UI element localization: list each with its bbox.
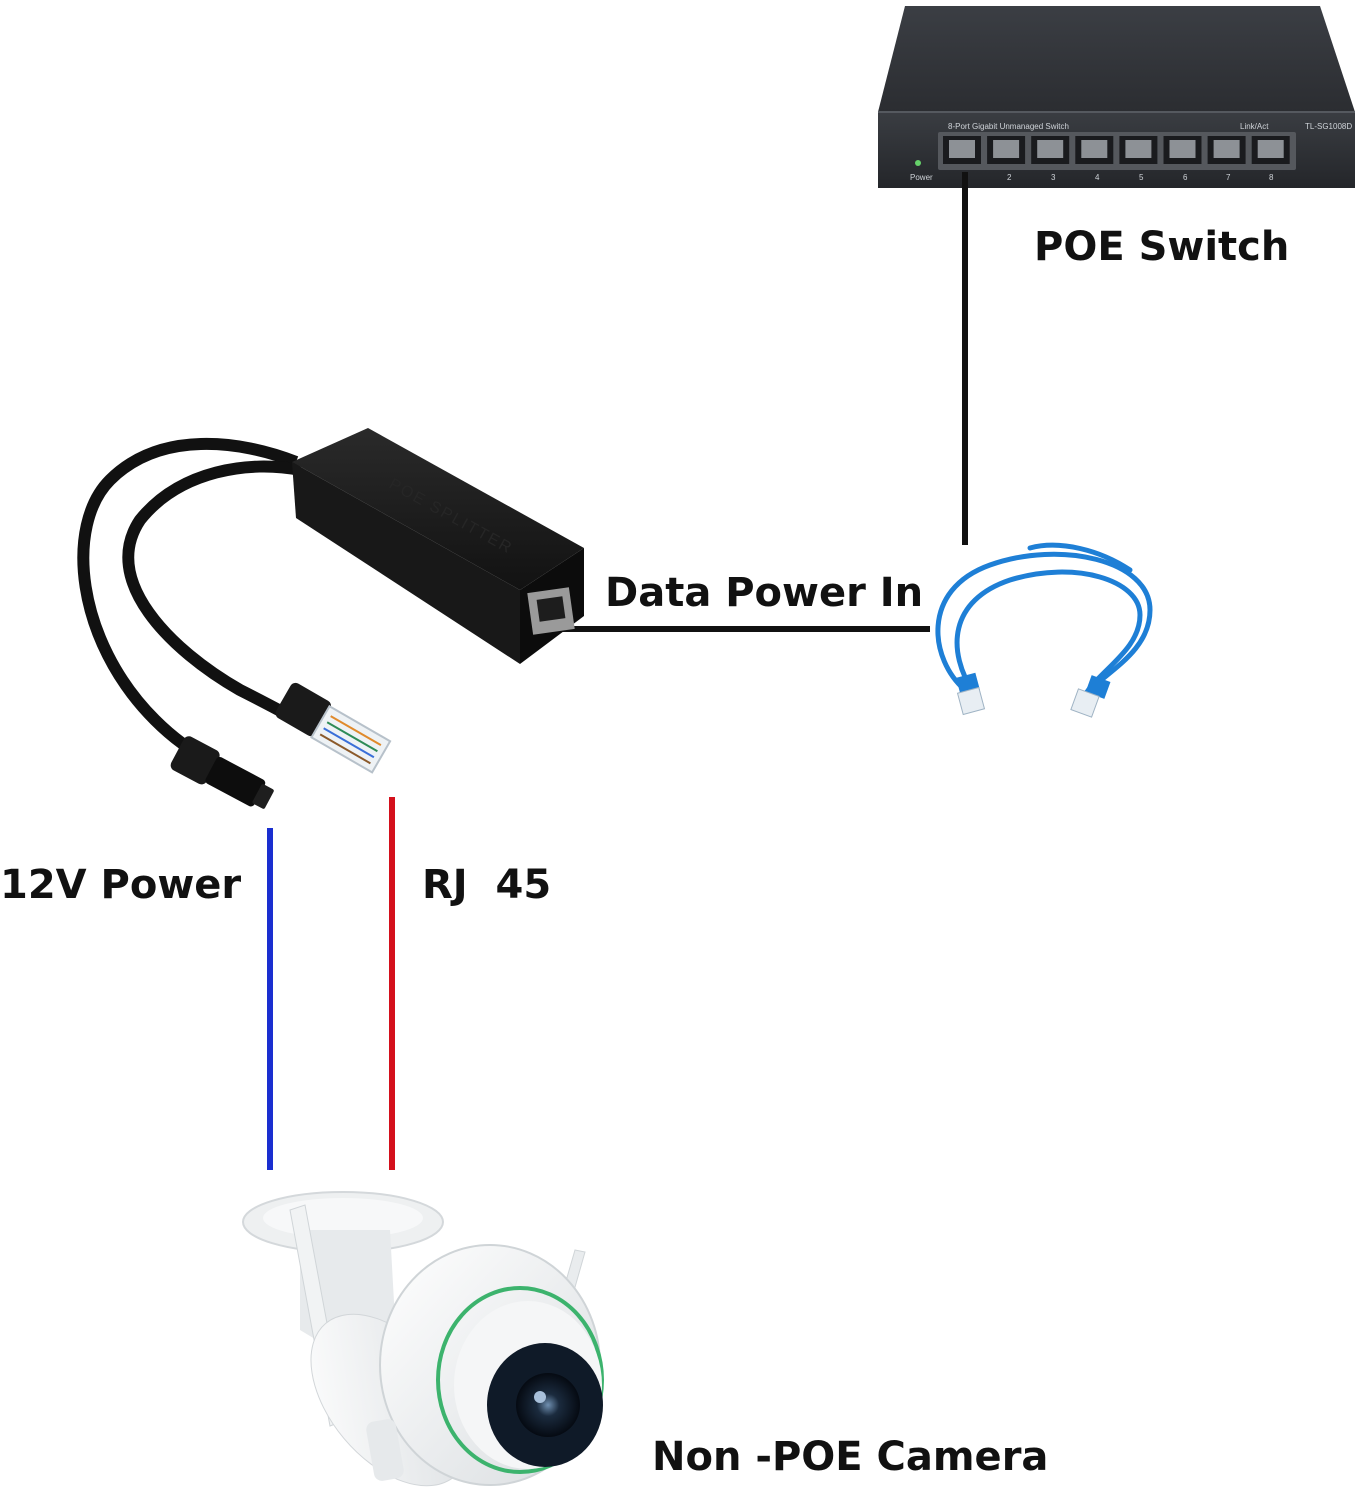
switch-power-text: Power (910, 173, 933, 182)
switch-port-contacts (1213, 140, 1240, 158)
port-number: 5 (1139, 173, 1144, 182)
switch-port-contacts (993, 140, 1020, 158)
switch-ports (943, 136, 1290, 164)
power-led-icon (915, 160, 921, 166)
poe-switch-device: 8-Port Gigabit Unmanaged Switch Link/Act… (878, 6, 1355, 188)
switch-port-contacts (1081, 140, 1108, 158)
rj45-label: RJ 45 (422, 862, 552, 908)
switch-port-contacts (1169, 140, 1196, 158)
power-12v-label: 12V Power (0, 862, 242, 908)
ethernet-cable (935, 542, 1153, 698)
port-number: 6 (1183, 173, 1188, 182)
port-number: 3 (1051, 173, 1056, 182)
splitter-rj45-plug-icon (275, 682, 392, 774)
data-power-in-label: Data Power In (605, 570, 924, 616)
port-number: 8 (1269, 173, 1274, 182)
poe-switch-label: POE Switch (1034, 224, 1290, 270)
port-number: 2 (1007, 173, 1012, 182)
switch-port-numbers: 2 3 4 5 6 7 8 (1007, 173, 1274, 182)
switch-port-contacts (949, 140, 975, 158)
rj45-plug-icon (1070, 675, 1111, 718)
port-number: 7 (1226, 173, 1231, 182)
switch-link-text: Link/Act (1240, 122, 1269, 131)
camera-device (242, 1191, 604, 1487)
switch-model-id: TL-SG1008D (1305, 122, 1352, 131)
rj45-plug-icon (956, 672, 986, 716)
switch-port-contacts (1257, 140, 1284, 158)
switch-port-contacts (1125, 140, 1152, 158)
switch-model-text: 8-Port Gigabit Unmanaged Switch (948, 122, 1069, 131)
port-number: 4 (1095, 173, 1100, 182)
switch-port-contacts (1037, 140, 1064, 158)
poe-splitter-device: POE SPLITTER (77, 428, 584, 809)
dc-barrel-plug-icon (170, 736, 274, 809)
camera-label: Non -POE Camera (652, 1434, 1049, 1480)
